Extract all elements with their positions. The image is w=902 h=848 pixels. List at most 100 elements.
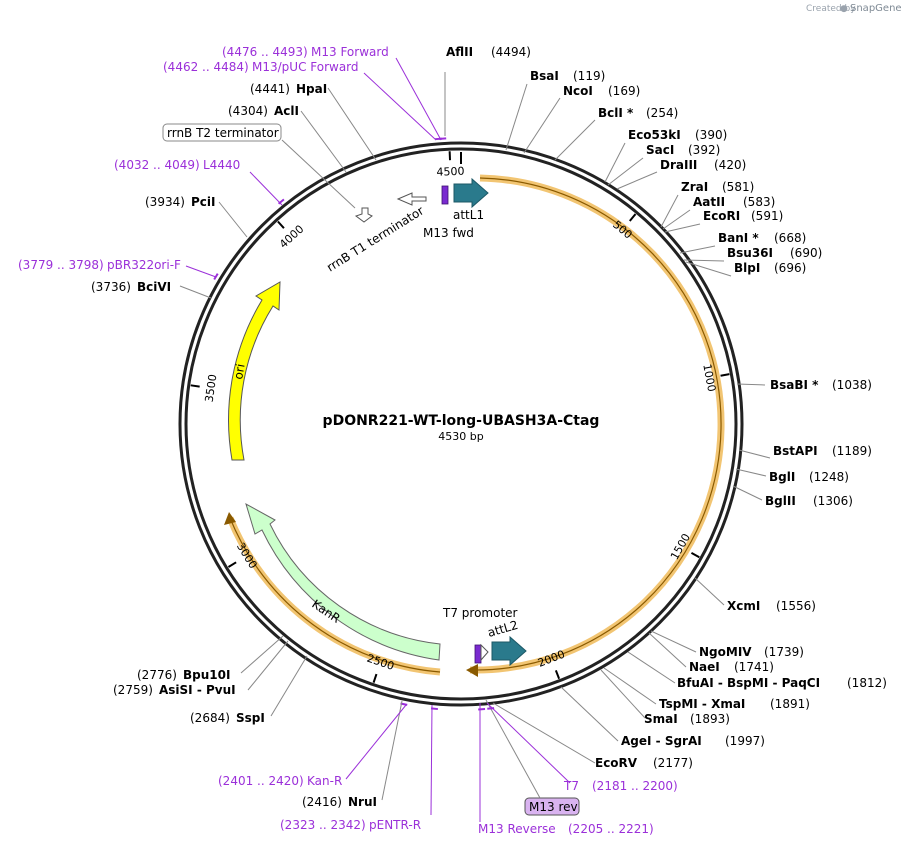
enzyme-agei-pos: (1997) bbox=[725, 734, 765, 748]
attl2-label: attL2 bbox=[486, 618, 520, 640]
m13-rev-leader bbox=[485, 699, 541, 799]
enzyme-bpu10i-pos: (2776) bbox=[137, 668, 177, 682]
enzyme-ecori: EcoRI bbox=[703, 209, 740, 223]
kanr-feature bbox=[245, 502, 441, 661]
enzyme-draiii: DraIII bbox=[660, 158, 697, 172]
m13-rev-box bbox=[524, 797, 580, 816]
enzyme-xcmi-pos: (1556) bbox=[776, 599, 816, 613]
enzyme-tspmi: TspMI - XmaI bbox=[659, 697, 745, 711]
leader-pbr322ori-f bbox=[185, 265, 217, 278]
enzyme-smai-pos: (1893) bbox=[690, 712, 730, 726]
enzyme-tspmi-pos: (1891) bbox=[770, 697, 810, 711]
leader-smai bbox=[600, 669, 646, 719]
scale-tick bbox=[554, 670, 561, 680]
enzyme-bcli: BclI * bbox=[598, 106, 634, 120]
enzyme-nrui: NruI bbox=[348, 795, 377, 809]
leader-naei bbox=[648, 632, 687, 668]
enzyme-ncoi: NcoI bbox=[563, 84, 593, 98]
primer-mark bbox=[277, 198, 285, 205]
enzyme-asisi-pos: (2759) bbox=[113, 683, 153, 697]
primer-m13-forward: M13 Forward bbox=[311, 45, 389, 59]
leader-eco53ki bbox=[604, 142, 626, 183]
credit-prefix: Created by bbox=[806, 4, 856, 14]
enzyme-ecorv-pos: (2177) bbox=[653, 756, 693, 770]
leader-ecori bbox=[664, 223, 701, 233]
enzyme-bcivi-pos: (3736) bbox=[91, 280, 131, 294]
enzyme-bfuai: BfuAI - BspMI - PaqCI bbox=[677, 676, 820, 690]
t7-promoter-label: T7 promoter bbox=[442, 606, 518, 620]
leader-acli bbox=[300, 110, 347, 173]
rrnb-t2-feature bbox=[354, 207, 373, 223]
enzyme-ecori-pos: (591) bbox=[751, 209, 783, 223]
scale-tick-label: 4500 bbox=[436, 165, 465, 179]
leader-xcmi bbox=[694, 577, 725, 606]
primer-leaders bbox=[185, 57, 571, 822]
primer-pbr322ori-f-range: (3779 .. 3798) bbox=[18, 258, 104, 272]
scale-tick-label: 2000 bbox=[536, 648, 567, 670]
m13-rev-label: M13 rev bbox=[529, 800, 578, 814]
credit-brand: SnapGene bbox=[850, 3, 902, 14]
enzyme-aatii-pos: (583) bbox=[743, 195, 775, 209]
ori-feature bbox=[228, 281, 281, 461]
enzyme-bsu36i: Bsu36I bbox=[727, 246, 773, 260]
leader-saci bbox=[607, 157, 644, 186]
leader-ngomiv bbox=[650, 630, 697, 653]
leader-tspmi bbox=[603, 667, 657, 705]
enzyme-aflii-pos: (4494) bbox=[491, 45, 531, 59]
scale-tick bbox=[227, 561, 237, 568]
primer-kan-r: Kan-R bbox=[307, 774, 342, 788]
enzyme-bsai: BsaI bbox=[530, 69, 559, 83]
enzyme-saci-pos: (392) bbox=[688, 143, 720, 157]
leader-bcli bbox=[554, 119, 596, 161]
scale-tick bbox=[628, 213, 637, 222]
rrnb-t1-feature bbox=[396, 192, 427, 206]
leader-bfuai bbox=[627, 651, 676, 684]
enzyme-acli: AclI bbox=[274, 104, 299, 118]
leader-m13-forward bbox=[395, 57, 442, 141]
ori-label: ori bbox=[231, 363, 247, 381]
insert-arc-right-line bbox=[469, 177, 722, 671]
m13-fwd-label: M13 fwd bbox=[423, 226, 474, 240]
primer-pentr-r-range: (2323 .. 2342) bbox=[280, 818, 366, 832]
enzyme-ncoi-pos: (169) bbox=[608, 84, 640, 98]
enzyme-bglii: BglII bbox=[765, 494, 796, 508]
leader-agei bbox=[560, 686, 619, 742]
enzyme-bglii-pos: (1306) bbox=[813, 494, 853, 508]
leader-bsabi bbox=[736, 383, 766, 386]
leader-hpai bbox=[327, 87, 377, 161]
enzyme-acli-pos: (4304) bbox=[228, 104, 268, 118]
enzyme-saci: SacI bbox=[646, 143, 674, 157]
m13-rev-feature bbox=[474, 644, 482, 664]
rrnb-t2-box bbox=[162, 123, 282, 142]
enzyme-zrai: ZraI bbox=[681, 180, 708, 194]
leader-bcivi bbox=[179, 285, 212, 299]
attl1-feature bbox=[453, 177, 489, 209]
leader-bsu36i bbox=[683, 259, 725, 262]
enzyme-bani-pos: (668) bbox=[774, 231, 806, 245]
primer-m13puc-forward: M13/pUC Forward bbox=[252, 60, 359, 74]
leader-blpi bbox=[685, 261, 732, 277]
snapgene-logo-icon: ● bbox=[840, 4, 848, 14]
enzyme-aatii: AatII bbox=[693, 195, 725, 209]
enzyme-bfuai-pos: (1812) bbox=[847, 676, 887, 690]
enzyme-naei: NaeI bbox=[689, 660, 720, 674]
leader-sspi bbox=[270, 655, 308, 717]
enzyme-bsu36i-pos: (690) bbox=[790, 246, 822, 260]
enzyme-blpi-pos: (696) bbox=[774, 261, 806, 275]
enzyme-eco53ki: Eco53kI bbox=[628, 128, 681, 142]
enzyme-ecorv: EcoRV bbox=[595, 756, 638, 770]
scale-tick bbox=[720, 373, 730, 377]
scale-tick bbox=[372, 673, 378, 683]
backbone-inner bbox=[184, 147, 738, 701]
leader-bgli bbox=[735, 468, 767, 477]
enzyme-smai: SmaI bbox=[644, 712, 678, 726]
leader-bani bbox=[679, 245, 716, 254]
scale-tick bbox=[690, 551, 700, 559]
rrnb-t2-leader bbox=[281, 139, 356, 209]
enzyme-bani: BanI * bbox=[718, 231, 759, 245]
leader-aatii bbox=[662, 209, 691, 230]
primer-l4440-range: (4032 .. 4049) bbox=[114, 158, 200, 172]
scale-tick bbox=[277, 220, 285, 229]
enzyme-naei-pos: (1741) bbox=[734, 660, 774, 674]
